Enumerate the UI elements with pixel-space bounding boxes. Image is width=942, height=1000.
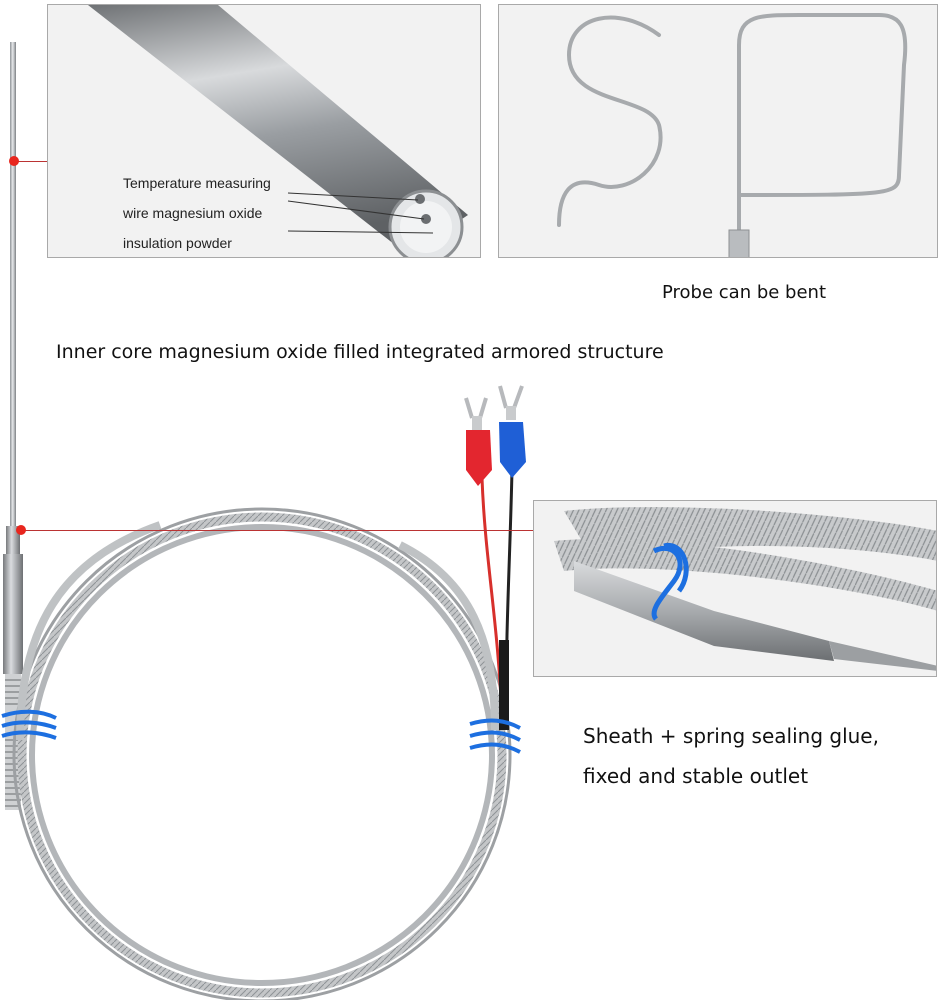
structure-caption: Inner core magnesium oxide filled integr… bbox=[56, 341, 664, 363]
cable-tie-right bbox=[469, 718, 521, 754]
braided-cable-coil bbox=[12, 507, 512, 1000]
core-label-line-3: insulation powder bbox=[123, 235, 232, 251]
cable-tie-left bbox=[1, 709, 57, 740]
spade-terminal-blue bbox=[498, 385, 526, 478]
sheath-caption-line-1: Sheath + spring sealing glue, bbox=[583, 724, 879, 748]
probe-rod bbox=[10, 42, 16, 526]
bent-probe-caption: Probe can be bent bbox=[662, 282, 827, 303]
sheath-leader-line bbox=[22, 530, 534, 531]
spade-terminal-red bbox=[464, 397, 492, 486]
sheath-closeup-panel bbox=[533, 500, 937, 677]
bent-probe-panel bbox=[498, 4, 938, 258]
core-rod-image bbox=[88, 5, 468, 257]
wire-hole-1 bbox=[415, 194, 425, 204]
sheath-closeup-image bbox=[554, 507, 936, 671]
sheath-marker-dot bbox=[16, 525, 26, 535]
core-cross-section-panel: Temperature measuring wire magnesium oxi… bbox=[47, 4, 481, 258]
probe-sleeve-body bbox=[3, 554, 23, 674]
sheath-caption-line-2: fixed and stable outlet bbox=[583, 764, 809, 788]
core-leader-line bbox=[16, 161, 48, 162]
core-label-line-1: Temperature measuring bbox=[123, 175, 271, 191]
core-marker-dot bbox=[9, 156, 19, 166]
bent-probe-image bbox=[557, 13, 908, 257]
wire-hole-2 bbox=[421, 214, 431, 224]
core-label-line-2: wire magnesium oxide bbox=[123, 205, 263, 221]
lead-sheath bbox=[499, 640, 509, 730]
